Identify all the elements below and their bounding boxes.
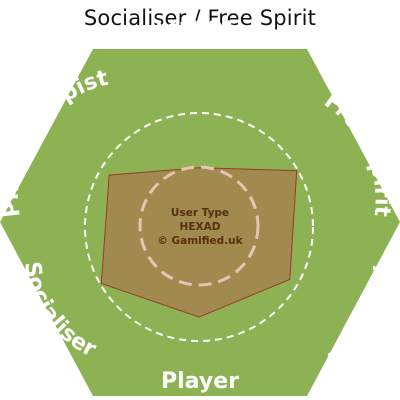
label-disruptor: Disruptor — [135, 14, 265, 53]
user-type-profile-area — [100, 167, 298, 318]
inner-dashed-circle — [138, 165, 260, 287]
center-label-hexad: HEXAD — [180, 221, 221, 233]
center-label-copyright: © Gamified.uk — [157, 235, 243, 247]
center-label-user-type: User Type — [171, 207, 229, 219]
label-player: Player — [161, 369, 239, 394]
outer-dashed-circle — [84, 112, 314, 342]
diagram-title: Socialiser / Free Spirit — [83, 6, 317, 30]
